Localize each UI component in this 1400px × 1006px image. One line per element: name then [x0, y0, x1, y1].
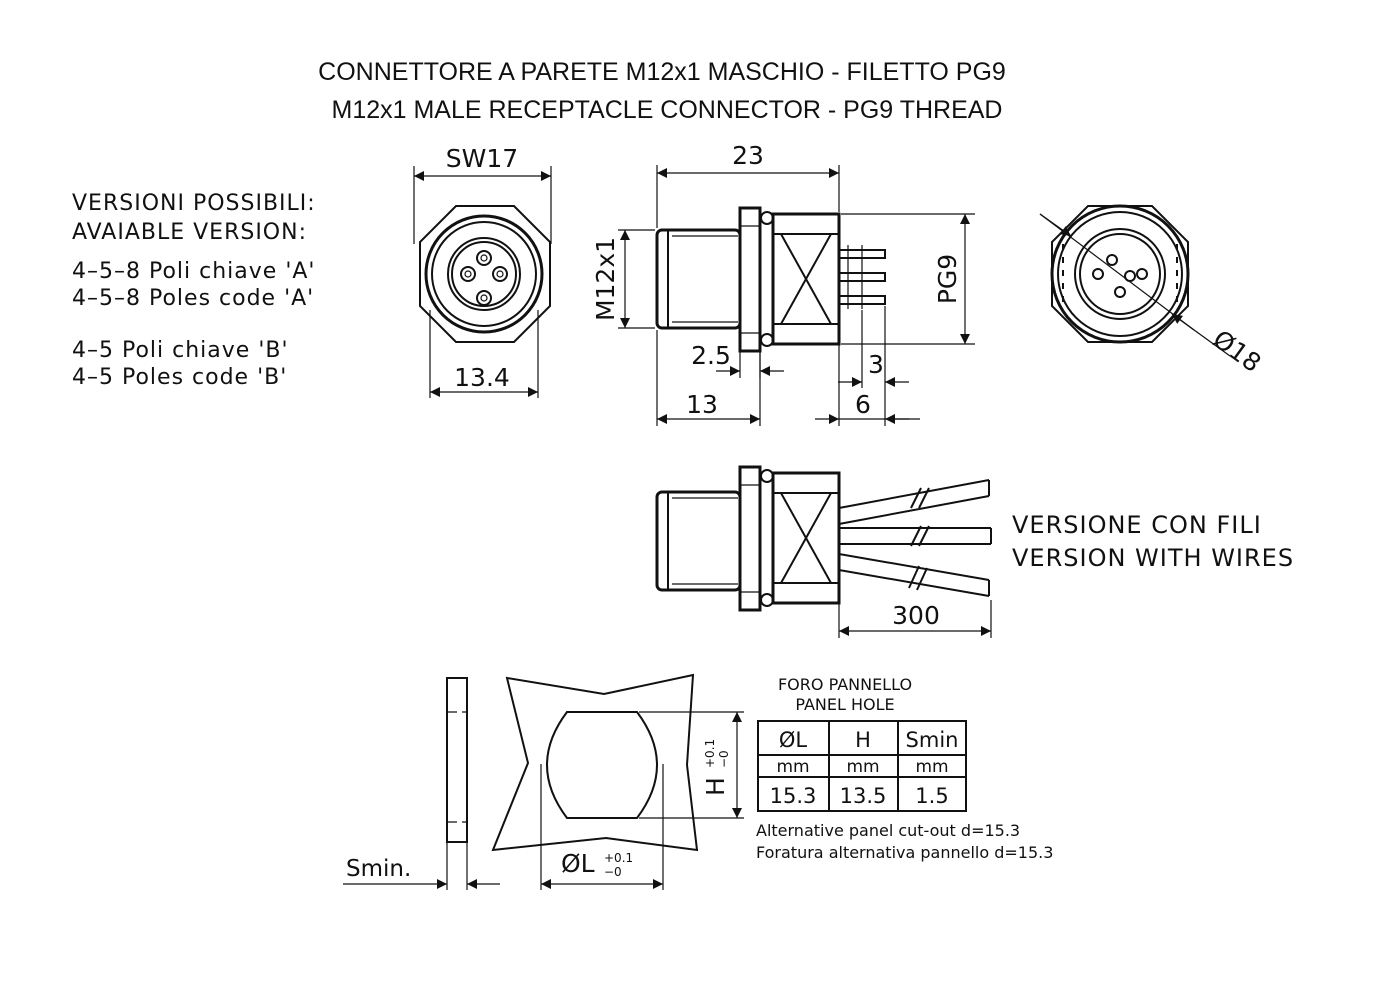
table-value-h: 13.5 — [840, 784, 887, 808]
table-title-en: PANEL HOLE — [795, 695, 894, 714]
dim-h-tol-minus: −0 — [717, 750, 731, 768]
dim-l: ØL — [561, 849, 595, 878]
versions-heading-it: VERSIONI POSSIBILI: — [72, 191, 316, 216]
table-value-smin: 1.5 — [915, 784, 948, 808]
panel-hole-view: ØL +0.1 −0 H +0.1 −0 — [491, 673, 744, 890]
alt-note-en: Alternative panel cut-out d=15.3 — [756, 821, 1020, 840]
dim-l-tol-plus: +0.1 — [604, 851, 633, 865]
table-header-l: ØL — [779, 728, 808, 752]
dim-d18: Ø18 — [1208, 324, 1267, 378]
versions-code-a-en: 4–5–8 Poles code 'A' — [72, 286, 314, 311]
dim-pg9: PG9 — [933, 254, 962, 304]
table-header-h: H — [855, 728, 871, 752]
table-unit-h: mm — [846, 757, 879, 777]
dim-2-5: 2.5 — [691, 341, 731, 370]
dim-m12x1: M12x1 — [591, 237, 620, 321]
dim-h-tol-plus: +0.1 — [703, 739, 717, 768]
wire-version-view: 300 VERSIONE CON FILI VERSION WITH WIRES — [655, 465, 1294, 638]
dim-sw17: SW17 — [446, 144, 518, 173]
dim-6: 6 — [855, 390, 871, 419]
versions-code-a-it: 4–5–8 Poli chiave 'A' — [72, 259, 315, 284]
dim-13-4: 13.4 — [454, 363, 510, 392]
dim-300: 300 — [892, 601, 940, 630]
versions-heading-en: AVAIABLE VERSION: — [72, 220, 307, 245]
dim-smin: Smin. — [346, 856, 411, 882]
dim-13: 13 — [686, 390, 718, 419]
alt-note-it: Foratura alternativa pannello d=15.3 — [756, 843, 1053, 862]
dim-23: 23 — [732, 141, 764, 170]
title-italian: CONNETTORE A PARETE M12x1 MASCHIO - FILE… — [318, 58, 1006, 86]
title-english: M12x1 MALE RECEPTACLE CONNECTOR - PG9 TH… — [332, 96, 1003, 124]
side-view: 23 M12x1 PG9 2.5 13 3 6 — [591, 141, 975, 426]
wire-version-label-en: VERSION WITH WIRES — [1012, 544, 1294, 572]
dim-3: 3 — [868, 350, 884, 379]
table-value-l: 15.3 — [770, 784, 817, 808]
table-title-it: FORO PANNELLO — [778, 675, 912, 694]
versions-note: VERSIONI POSSIBILI: AVAIABLE VERSION: 4–… — [72, 191, 316, 390]
dim-l-tol-minus: −0 — [604, 865, 622, 879]
table-unit-smin: mm — [915, 757, 948, 777]
panel-section: Smin. — [343, 677, 500, 890]
table-header-smin: Smin — [906, 728, 959, 752]
front-view: SW17 13.4 — [413, 144, 552, 398]
table-unit-l: mm — [776, 757, 809, 777]
wire-version-label-it: VERSIONE CON FILI — [1012, 511, 1262, 539]
panel-hole-table: FORO PANNELLO PANEL HOLE ØL H Smin mm mm… — [756, 675, 1053, 862]
rear-view: Ø18 — [1039, 204, 1267, 378]
versions-code-b-it: 4–5 Poli chiave 'B' — [72, 338, 289, 363]
dim-h: H — [701, 777, 730, 796]
versions-code-b-en: 4–5 Poles code 'B' — [72, 365, 287, 390]
